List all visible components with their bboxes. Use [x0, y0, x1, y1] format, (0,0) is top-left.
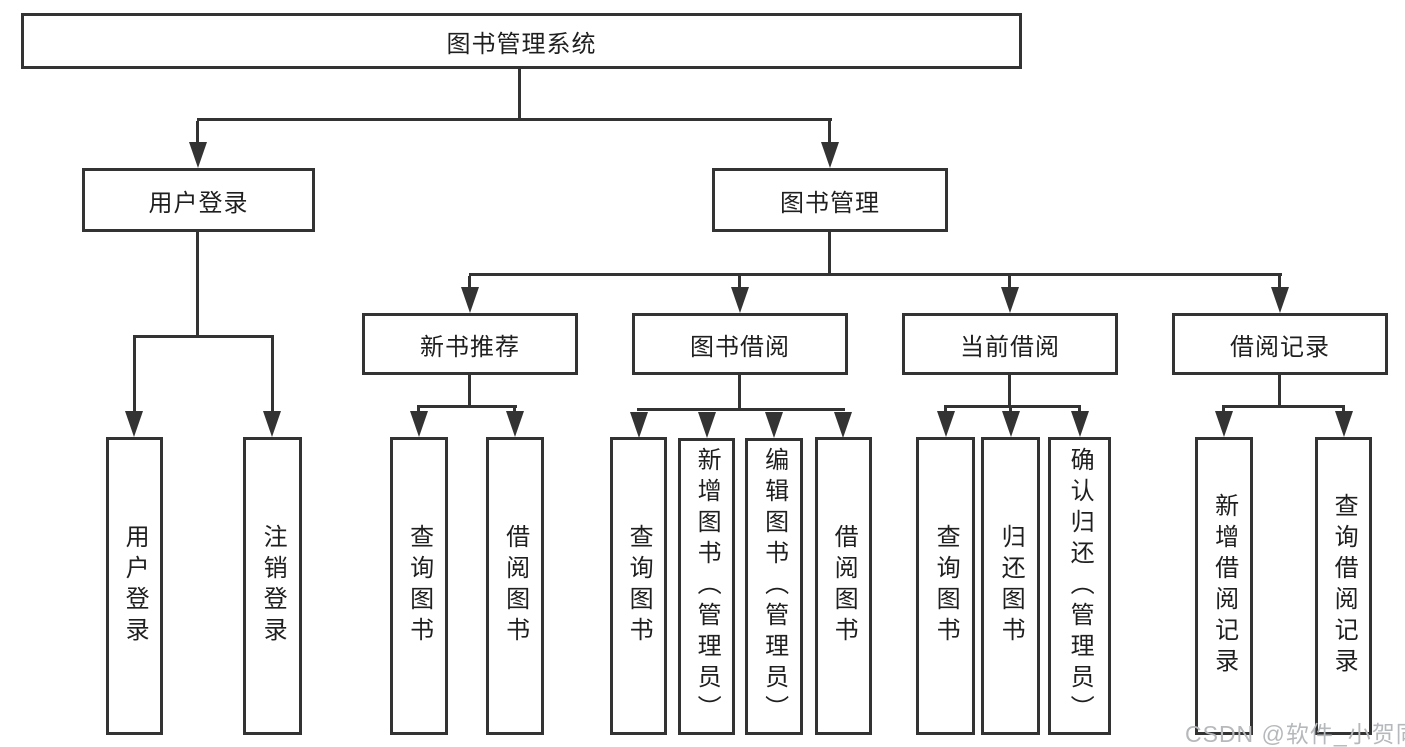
arrowhead-to-leaf [1215, 411, 1233, 437]
connector-book-borrowing-hline [637, 408, 845, 411]
connector-drop [1342, 408, 1345, 413]
connector-book-borrowing-stem [738, 375, 741, 411]
node-label: 图书借阅 [690, 333, 790, 361]
connector-root-stem [518, 69, 521, 121]
arrowhead-to-leaf [834, 412, 852, 438]
arrowhead-to-leaf [698, 412, 716, 438]
node-label: 图书管理 [780, 189, 880, 217]
connector-drop [944, 408, 947, 413]
arrowhead-to-borrowing-records [1271, 287, 1289, 313]
node-book-borrowing: 图书借阅 [632, 313, 848, 375]
arrowhead-to-leaf [1335, 411, 1353, 437]
connector-borrowing-records-hline [1222, 405, 1345, 408]
node-label: 图书管理系统 [446, 30, 597, 58]
leaf-query-books-borrowing: 查询图书 [610, 437, 667, 735]
leaf-borrow-books-recommend: 借阅图书 [486, 437, 544, 735]
leaf-logout: 注销登录 [243, 437, 302, 735]
leaf-query-books-current: 查询图书 [916, 437, 975, 735]
connector-drop-leaf-user-login [133, 338, 136, 413]
connector-level3-hline [469, 273, 1282, 276]
connector-user-login-stem [196, 232, 199, 338]
node-label: 借阅记录 [1230, 333, 1330, 361]
connector-drop [1222, 408, 1225, 413]
connector-user-login-hline [133, 335, 274, 338]
arrowhead-to-leaf [630, 412, 648, 438]
arrowhead-to-leaf-logout [263, 411, 281, 437]
arrowhead-to-user-login [189, 142, 207, 168]
connector-drop [1078, 408, 1081, 413]
leaf-add-borrow-record: 新增借阅记录 [1195, 437, 1253, 735]
arrowhead-to-leaf-user-login [125, 411, 143, 437]
arrowhead-to-current-borrowing [1001, 287, 1019, 313]
leaf-add-book-admin: 新增图书（管理员） [678, 438, 735, 735]
connector-drop [1009, 408, 1012, 413]
connector-drop-book-management [828, 121, 831, 145]
connector-new-book-stem [468, 375, 471, 408]
connector-level1-hline [197, 118, 832, 121]
node-label: 新书推荐 [420, 333, 520, 361]
arrowhead-to-book-management [821, 142, 839, 168]
connector-borrowing-records-stem [1278, 375, 1281, 408]
connector-drop-current-borrowing [1008, 276, 1011, 289]
node-current-borrowing: 当前借阅 [902, 313, 1118, 375]
arrowhead-to-leaf [765, 412, 783, 438]
arrowhead-to-leaf [410, 411, 428, 437]
node-book-management: 图书管理 [712, 168, 948, 232]
leaf-user-login: 用户登录 [106, 437, 163, 735]
csdn-watermark: CSDN @软件_小贺同学 [1185, 721, 1405, 747]
node-library-management-system: 图书管理系统 [21, 13, 1022, 69]
arrowhead-to-leaf [937, 411, 955, 437]
leaf-query-borrow-record: 查询借阅记录 [1315, 437, 1372, 735]
connector-drop-user-login [196, 121, 199, 145]
connector-drop-book-borrowing [738, 276, 741, 289]
leaf-return-book: 归还图书 [981, 437, 1040, 735]
leaf-edit-book-admin: 编辑图书（管理员） [745, 438, 803, 735]
connector-drop-new-book-recommend [468, 276, 471, 289]
leaf-borrow-books: 借阅图书 [815, 437, 872, 735]
node-new-book-recommend: 新书推荐 [362, 313, 578, 375]
arrowhead-to-leaf [1002, 411, 1020, 437]
node-borrowing-records: 借阅记录 [1172, 313, 1388, 375]
arrowhead-to-book-borrowing [731, 287, 749, 313]
arrowhead-to-new-book-recommend [461, 287, 479, 313]
connector-book-management-stem [828, 232, 831, 276]
connector-new-book-hline [417, 405, 517, 408]
leaf-query-books-recommend: 查询图书 [390, 437, 448, 735]
connector-drop-leaf-logout [271, 338, 274, 413]
connector-drop-borrowing-records [1278, 276, 1281, 289]
arrowhead-to-leaf [1071, 411, 1089, 437]
node-label: 当前借阅 [960, 333, 1060, 361]
leaf-confirm-return-admin: 确认归还（管理员） [1048, 437, 1111, 735]
arrowhead-to-leaf [506, 411, 524, 437]
connector-current-borrowing-hline [944, 405, 1081, 408]
node-label: 用户登录 [148, 189, 249, 217]
connector-current-borrowing-stem [1008, 375, 1011, 408]
node-user-login: 用户登录 [82, 168, 315, 232]
